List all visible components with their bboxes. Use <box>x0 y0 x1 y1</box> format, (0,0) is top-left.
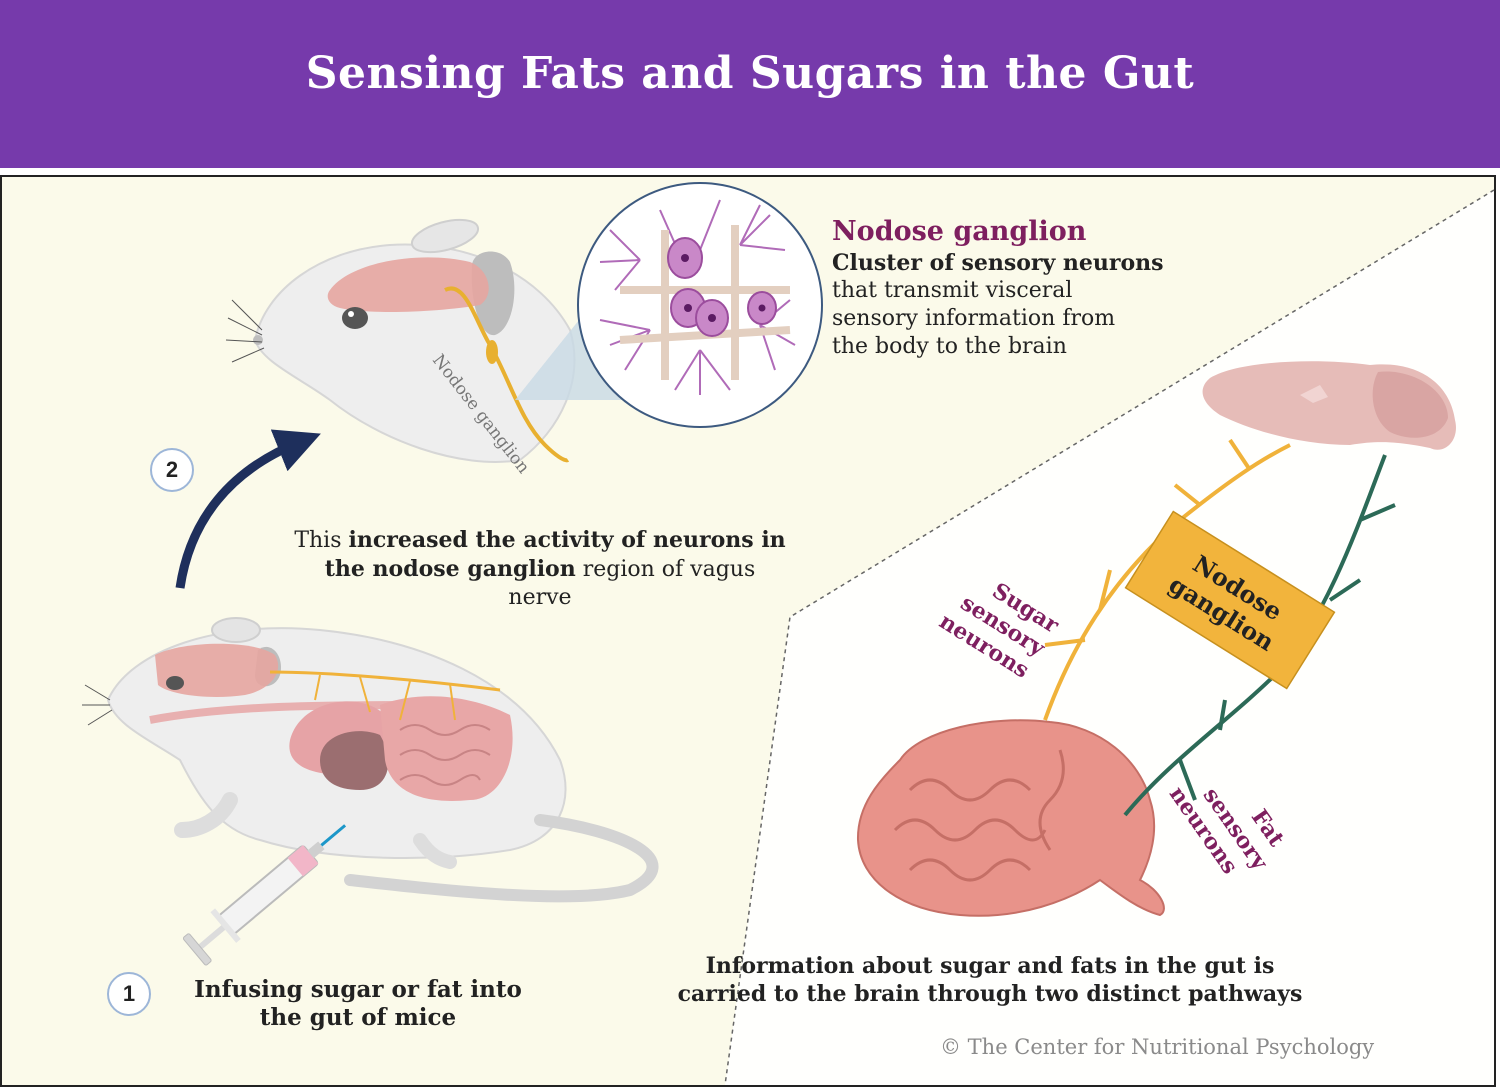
result-text-bold2: the nodose ganglion <box>324 556 576 582</box>
dashed-divider <box>724 189 1495 1086</box>
callout-line-1: that transmit visceral <box>832 278 1073 303</box>
result-text-bold1: increased the activity of neurons in <box>348 527 786 553</box>
brain-illustration <box>1202 361 1456 450</box>
step-1-text: Infusing sugar or fat into the gut of mi… <box>194 976 522 1031</box>
callout-bold-line: Cluster of sensory neurons <box>832 250 1164 276</box>
result-text-part2: region of vagus <box>575 557 756 582</box>
result-text-part3: nerve <box>508 585 572 610</box>
step-1-badge: 1 <box>107 972 151 1016</box>
callout-line-3: the body to the brain <box>832 334 1067 359</box>
page-title: Sensing Fats and Sugars in the Gut <box>305 48 1195 99</box>
neuron-cluster-illustration <box>599 199 796 395</box>
syringe-illustration <box>182 824 347 966</box>
credit-text: © The Center for Nutritional Psychology <box>940 1035 1375 1059</box>
result-text-part1: This <box>294 528 349 553</box>
step-2-badge: 2 <box>150 448 194 492</box>
intestine-illustration <box>856 719 1165 917</box>
mouse-body-illustration <box>82 617 659 903</box>
mouse-head-illustration <box>225 218 576 463</box>
pathway-caption-line1: Information about sugar and fats in the … <box>705 953 1275 979</box>
title-banner: Sensing Fats and Sugars in the Gut <box>0 0 1500 168</box>
progress-arrow <box>175 429 321 589</box>
result-text: This increased the activity of neurons i… <box>240 526 840 612</box>
callout-line-2: sensory information from <box>832 306 1116 331</box>
callout-heading: Nodose ganglion <box>832 216 1087 247</box>
pathway-caption-line2: carried to the brain through two distinc… <box>677 981 1303 1007</box>
nodose-ganglion-box <box>1124 510 1336 690</box>
